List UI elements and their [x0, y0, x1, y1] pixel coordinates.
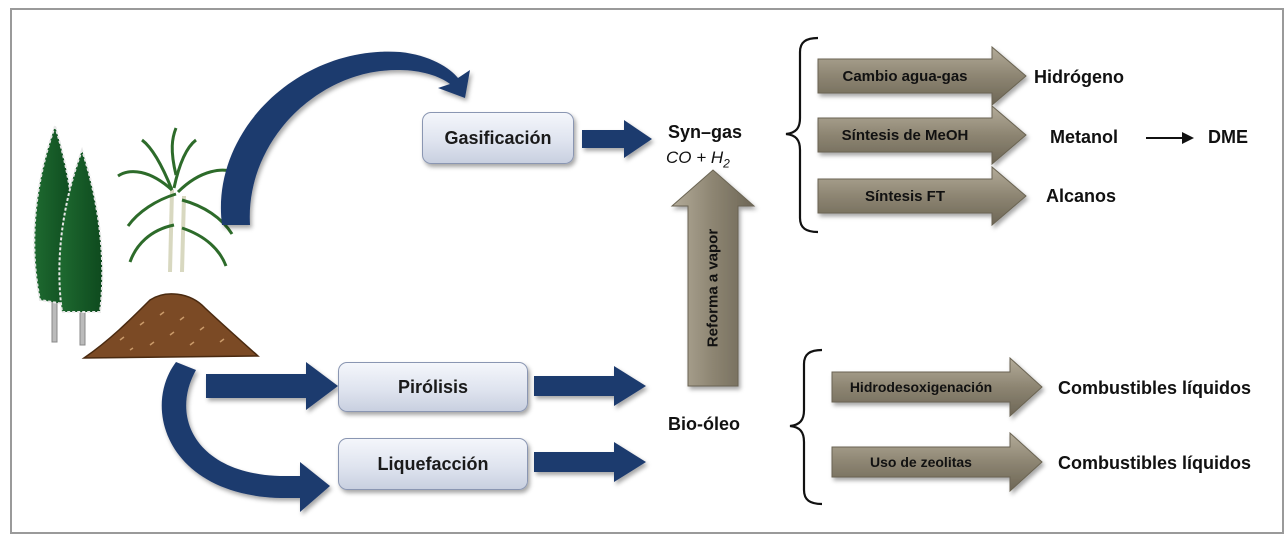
syngas-formula: CO + H2 [666, 148, 730, 170]
biooil-label: Bio-óleo [668, 414, 740, 434]
biomass-pile-icon [81, 293, 260, 359]
cane-plant-icon [117, 127, 239, 273]
product-liquid-fuels-hdo: Combustibles líquidos [1058, 378, 1252, 398]
product-hydrogen: Hidrógeno [1034, 67, 1124, 87]
arrow-gasification-syngas [582, 120, 652, 158]
arrow-route-water-gas [817, 45, 1027, 107]
route-zeolites-label: Uso de zeolitas [870, 454, 972, 470]
syngas-formula-main: CO + H [666, 148, 724, 167]
arrow-methanol-dme [1146, 132, 1194, 144]
arrow-liquefaction-biooil [534, 442, 646, 482]
product-liquid-fuels-zeolites: Combustibles líquidos [1058, 453, 1252, 473]
diagram-frame [10, 8, 1284, 534]
curved-arrow-to-liquefaction [161, 362, 330, 512]
liquefaction-label: Liquefacción [377, 453, 489, 474]
liquefaction-box: Liquefacción [338, 438, 528, 490]
arrow-biomass-pyrolysis [206, 362, 338, 410]
route-meoh-label: Síntesis de MeOH [841, 126, 969, 144]
pyrolysis-label: Pirólisis [397, 376, 469, 397]
route-ft-label: Síntesis FT [864, 187, 946, 205]
product-methanol: Metanol [1050, 127, 1119, 147]
brace-biooil [789, 348, 823, 506]
product-dme: DME [1208, 127, 1248, 147]
route-water-gas-label: Cambio agua-gas [842, 67, 968, 85]
arrow-route-meoh [817, 104, 1027, 166]
gasification-label: Gasificación [444, 127, 552, 148]
arrow-route-zeolites [831, 431, 1043, 493]
gasification-box: Gasificación [422, 112, 574, 164]
arrow-route-ft [817, 165, 1027, 227]
steam-reforming-label: Reforma a vapor [704, 228, 722, 348]
tree-icon [33, 122, 104, 346]
curved-arrow-to-gasification [220, 51, 470, 225]
route-hdo-label: Hidrodesoxigenación [849, 379, 993, 395]
brace-syngas [785, 36, 819, 234]
arrow-route-hdo [831, 356, 1043, 418]
syngas-label: Syn–gas [668, 122, 743, 142]
arrow-pyrolysis-biooil [534, 366, 646, 406]
arrow-steam-reforming [670, 169, 756, 387]
syngas-formula-subscript: 2 [723, 156, 730, 171]
product-alkanes: Alcanos [1046, 186, 1117, 206]
pyrolysis-box: Pirólisis [338, 362, 528, 412]
